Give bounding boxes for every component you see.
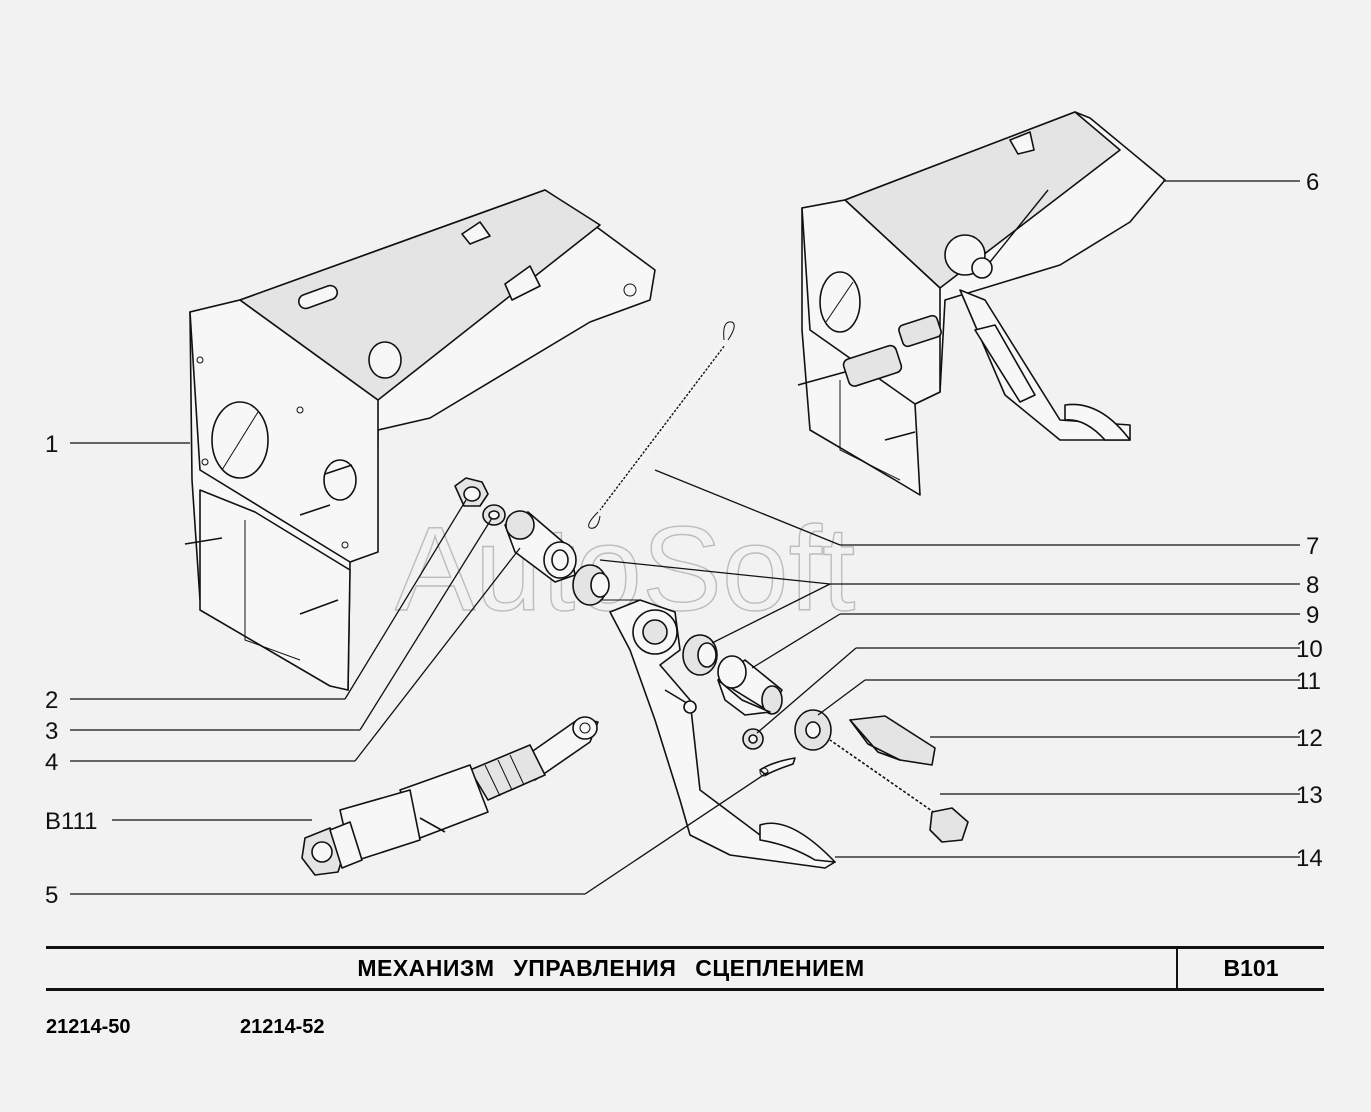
callout-1: 1: [45, 431, 58, 458]
callout-14: 14: [1296, 845, 1323, 872]
callout-b111: B111: [45, 808, 98, 835]
washer-part-10: [742, 728, 764, 750]
clutch-master-cylinder-b111: [301, 716, 599, 876]
callout-13: 13: [1296, 782, 1323, 809]
model-number-2: 21214-52: [240, 1016, 325, 1038]
callout-11: 11: [1296, 668, 1321, 695]
callout-3: 3: [45, 718, 58, 745]
nut-part-2: [454, 477, 489, 507]
callout-9: 9: [1306, 602, 1319, 629]
bolt-part-13: [829, 738, 969, 843]
leader-lines: [70, 180, 1300, 895]
diagram-title: МЕХАНИЗМ УПРАВЛЕНИЯ СЦЕПЛЕНИЕМ: [46, 949, 1178, 988]
model-number-1: 21214-50: [46, 1016, 131, 1038]
callout-5: 5: [45, 882, 58, 909]
callout-8: 8: [1306, 572, 1319, 599]
bushing-part-8: [572, 564, 718, 676]
washer-part-11: [794, 709, 832, 751]
diagram-code: B101: [1223, 955, 1279, 981]
callout-12: 12: [1296, 725, 1323, 752]
pedal-pad-part-12: [849, 715, 936, 766]
return-spring-part-7: [588, 321, 735, 529]
pedal-pad-part-14: [759, 822, 836, 863]
callout-6: 6: [1306, 169, 1319, 196]
washer-part-3: [482, 504, 506, 526]
callout-7: 7: [1306, 533, 1319, 560]
exploded-parts-diagram: AutoSoft: [45, 111, 1323, 909]
callout-4: 4: [45, 749, 58, 776]
callout-labels: 1 2 3 4 B111 5 6 7 8 9 10 11 12 13 14: [45, 169, 1323, 909]
bushing-part-4: [504, 510, 577, 583]
sleeve-part-9: [717, 655, 783, 716]
pedal-bracket-part-1: [184, 189, 656, 691]
callout-10: 10: [1296, 636, 1323, 663]
callout-2: 2: [45, 687, 58, 714]
title-block: МЕХАНИЗМ УПРАВЛЕНИЯ СЦЕПЛЕНИЕМ B101: [46, 946, 1324, 991]
clutch-pedal-lever: [600, 599, 836, 869]
pedal-assembly-part-6: [797, 111, 1166, 496]
